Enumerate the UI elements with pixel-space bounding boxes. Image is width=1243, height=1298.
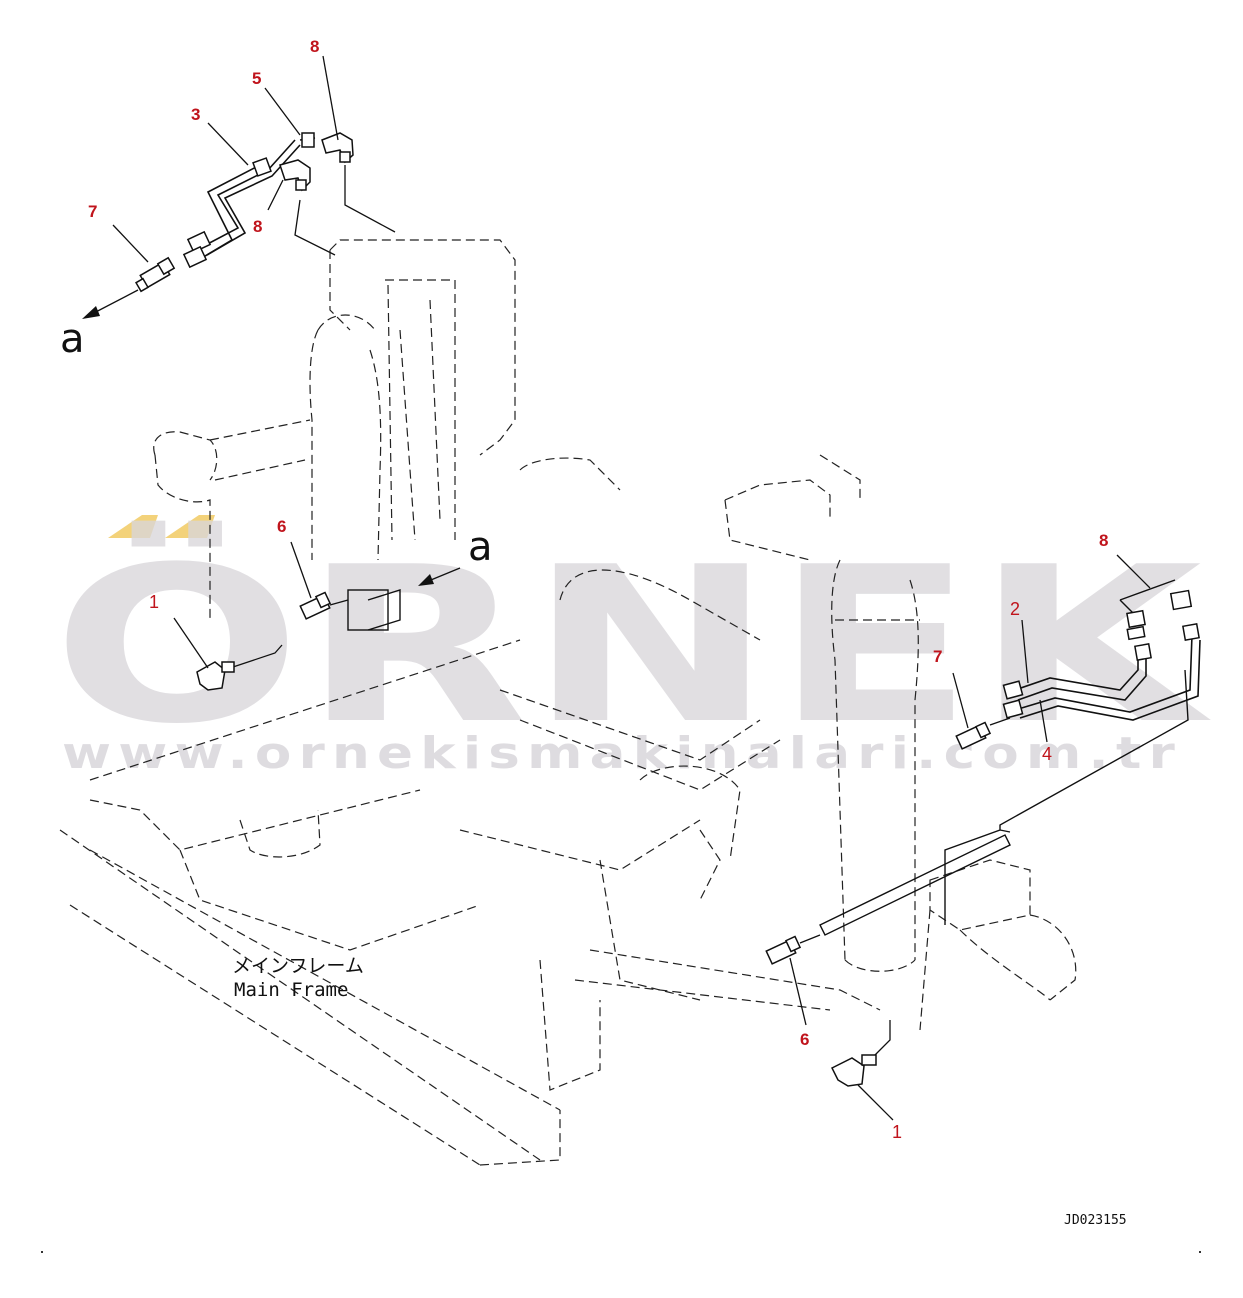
frame-label-english: Main Frame xyxy=(234,979,348,1001)
elbow-fitting-mid xyxy=(279,159,311,192)
callout-1-left: 1 xyxy=(149,592,159,612)
nut-fitting xyxy=(301,132,315,148)
watermark-url: www.ornekismakinalari.com.tr xyxy=(62,728,1182,779)
leader-lines xyxy=(112,55,1151,1121)
callout-2: 2 xyxy=(1010,599,1020,619)
pipe-connector xyxy=(252,157,272,177)
watermark: ÖRNEK www.ornekismakinalari.com.tr xyxy=(52,515,1212,779)
callout-8-right: 8 xyxy=(1099,531,1108,550)
bracket-fittings-right xyxy=(1126,589,1200,661)
straight-fitting-mid-left xyxy=(299,591,332,620)
corner-mark-right xyxy=(1199,1251,1201,1253)
elbow-fitting-top xyxy=(321,132,354,164)
reference-letters: a a xyxy=(60,316,493,570)
callout-3: 3 xyxy=(191,105,200,124)
straight-fitting-left xyxy=(135,256,176,293)
corner-mark-left xyxy=(41,1251,43,1253)
reference-a-upper: a xyxy=(60,316,85,362)
watermark-brand: ÖRNEK xyxy=(52,520,1212,771)
reference-arrows xyxy=(82,289,461,586)
straight-fitting-lower-right xyxy=(765,935,802,965)
reference-a-middle: a xyxy=(468,524,493,570)
pipe-end-fittings-right xyxy=(1002,680,1024,719)
main-frame-label: メインフレーム Main Frame xyxy=(232,955,364,1001)
callout-6-right: 6 xyxy=(800,1030,809,1049)
callout-6-left: 6 xyxy=(277,517,286,536)
callout-7-left: 7 xyxy=(88,202,97,221)
elbow-fitting-left xyxy=(196,661,235,691)
pipe-clamp xyxy=(182,230,212,269)
elbow-fitting-right xyxy=(830,1054,877,1087)
callout-8-top: 8 xyxy=(310,37,319,56)
watermark-accent-right xyxy=(165,515,215,538)
fittings xyxy=(135,132,1200,1087)
straight-fitting-right xyxy=(955,721,992,750)
machine-body xyxy=(59,239,1077,1166)
callout-1-right: 1 xyxy=(892,1122,902,1142)
drawing-code: JD023155 xyxy=(1064,1213,1127,1228)
callout-4: 4 xyxy=(1042,744,1052,764)
callout-8-mid: 8 xyxy=(253,217,262,236)
watermark-accent-left xyxy=(108,515,158,538)
frame-label-japanese: メインフレーム xyxy=(232,955,364,977)
callout-7-right: 7 xyxy=(933,647,942,666)
callouts: 8 5 3 7 8 6 1 8 2 7 4 6 1 xyxy=(88,37,1108,1142)
callout-5: 5 xyxy=(252,69,261,88)
